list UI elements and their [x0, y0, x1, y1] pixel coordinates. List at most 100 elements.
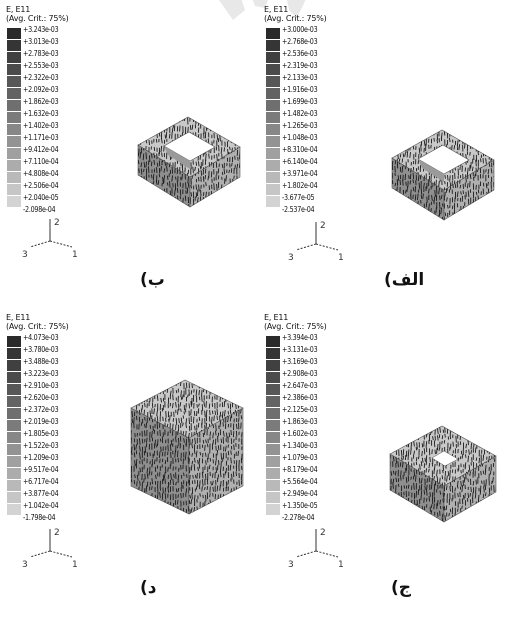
axis-triad: 3 1 2 [22, 218, 78, 260]
fem-cube-model [389, 425, 497, 523]
legend-color-swatch [7, 88, 21, 100]
legend-value-label: +1.350e-05 [282, 501, 318, 510]
axis-3-line [295, 243, 317, 251]
legend-color-swatch [7, 444, 21, 456]
legend-value-label: +2.553e-03 [23, 61, 59, 70]
legend-value-label: +2.372e-03 [23, 405, 59, 414]
legend-value-label: +1.265e-03 [282, 121, 318, 130]
axis-label-1: 1 [72, 250, 78, 260]
legend-color-swatch [266, 100, 280, 112]
figure-panel-bottom-left: E, E11 (Avg. Crit.: 75%) +4.073e-03+3.78… [0, 308, 256, 616]
legend-color-swatch [266, 112, 280, 124]
legend-color-bar [266, 28, 280, 208]
legend-color-swatch [266, 408, 280, 420]
legend-value-label: -1.798e-04 [23, 513, 56, 522]
axis-1-line [315, 243, 339, 251]
legend-value-label: +3.488e-03 [23, 357, 59, 366]
legend-value-label: +2.506e-04 [23, 181, 59, 190]
legend-value-label: +2.647e-03 [282, 381, 318, 390]
legend-color-swatch [266, 492, 280, 504]
legend-value-label: +1.916e-03 [282, 85, 318, 94]
legend-value-label: +8.179e-04 [282, 465, 318, 474]
legend-color-swatch [7, 148, 21, 160]
axis-label-3: 3 [288, 560, 294, 570]
legend-value-label: +8.310e-04 [282, 145, 318, 154]
legend-value-label: +1.171e-03 [23, 133, 59, 142]
legend-value-label: +1.602e-03 [282, 429, 318, 438]
legend-color-swatch [7, 336, 21, 348]
legend-color-swatch [7, 112, 21, 124]
legend-color-swatch [7, 40, 21, 52]
legend-color-swatch [266, 384, 280, 396]
legend-value-label: +1.079e-03 [282, 453, 318, 462]
panel-caption: الف) [384, 270, 425, 290]
legend-color-swatch [7, 456, 21, 468]
legend-color-swatch [266, 28, 280, 40]
legend-value-label: -2.278e-04 [282, 513, 315, 522]
legend-color-swatch [266, 76, 280, 88]
cube-inner-wall [164, 146, 190, 169]
legend-value-label: +2.322e-03 [23, 73, 59, 82]
panel-header-variable: E, E11 [264, 313, 289, 322]
panel-caption: ج) [391, 578, 412, 598]
legend-color-swatch [266, 196, 280, 208]
legend-values: +4.073e-03+3.780e-03+3.488e-03+3.223e-03… [23, 332, 65, 524]
legend-value-label: +1.042e-04 [23, 501, 59, 510]
watermark-logo [219, 0, 306, 20]
legend-color-swatch [7, 468, 21, 480]
legend-value-label: +3.877e-04 [23, 489, 59, 498]
panel-header-averaging: (Avg. Crit.: 75%) [264, 322, 327, 331]
legend-color-swatch [7, 28, 21, 40]
legend-color-swatch [266, 360, 280, 372]
legend-value-label: -3.677e-05 [282, 193, 315, 202]
axis-label-2: 2 [54, 218, 60, 228]
legend-values: +3.000e-03+2.768e-03+2.536e-03+2.319e-03… [282, 24, 324, 216]
panel-header-averaging: (Avg. Crit.: 75%) [6, 14, 69, 23]
legend-value-label: +3.780e-03 [23, 345, 59, 354]
legend-value-label: +7.110e-04 [23, 157, 59, 166]
legend-value-label: +6.717e-04 [23, 477, 59, 486]
legend-color-swatch [266, 124, 280, 136]
panel-header-variable: E, E11 [6, 5, 31, 14]
legend-value-label: +2.386e-03 [282, 393, 318, 402]
legend-color-swatch [266, 148, 280, 160]
legend-color-swatch [7, 504, 21, 516]
panel-header-averaging: (Avg. Crit.: 75%) [6, 322, 69, 331]
cube-opening [431, 450, 459, 467]
legend-value-label: +4.073e-03 [23, 333, 59, 342]
legend-color-swatch [266, 136, 280, 148]
legend-color-swatch [266, 420, 280, 432]
legend-color-swatch [7, 52, 21, 64]
legend-color-swatch [7, 136, 21, 148]
legend-color-swatch [7, 480, 21, 492]
legend-values: +3.394e-03+3.131e-03+3.169e-03+2.908e-03… [282, 332, 324, 524]
legend-color-swatch [7, 420, 21, 432]
legend-color-swatch [266, 64, 280, 76]
legend-color-swatch [266, 52, 280, 64]
legend-value-label: -2.537e-04 [282, 205, 315, 214]
legend-value-label: +3.131e-03 [282, 345, 318, 354]
legend-color-swatch [7, 172, 21, 184]
legend-value-label: +9.517e-04 [23, 465, 59, 474]
legend-color-swatch [266, 504, 280, 516]
cube-inner-wall [418, 159, 444, 182]
axis-label-2: 2 [320, 221, 326, 231]
legend-color-bar [7, 336, 21, 516]
axis-label-3: 3 [22, 560, 28, 570]
legend-color-bar [266, 336, 280, 516]
legend-value-label: +2.536e-03 [282, 49, 318, 58]
legend-value-label: +1.863e-03 [282, 417, 318, 426]
legend-value-label: +1.209e-03 [23, 453, 59, 462]
legend-value-label: +2.908e-03 [282, 369, 318, 378]
legend-color-swatch [7, 160, 21, 172]
cube-face [130, 379, 244, 439]
axis-label-3: 3 [22, 250, 28, 260]
axis-1-line [49, 240, 73, 248]
legend-value-label: +2.040e-05 [23, 193, 59, 202]
legend-value-label: +6.140e-04 [282, 157, 318, 166]
legend-value-label: +1.482e-03 [282, 109, 318, 118]
fem-cube-model [130, 379, 244, 515]
legend-value-label: +3.000e-03 [282, 25, 318, 34]
panel-caption: ب) [140, 270, 165, 290]
